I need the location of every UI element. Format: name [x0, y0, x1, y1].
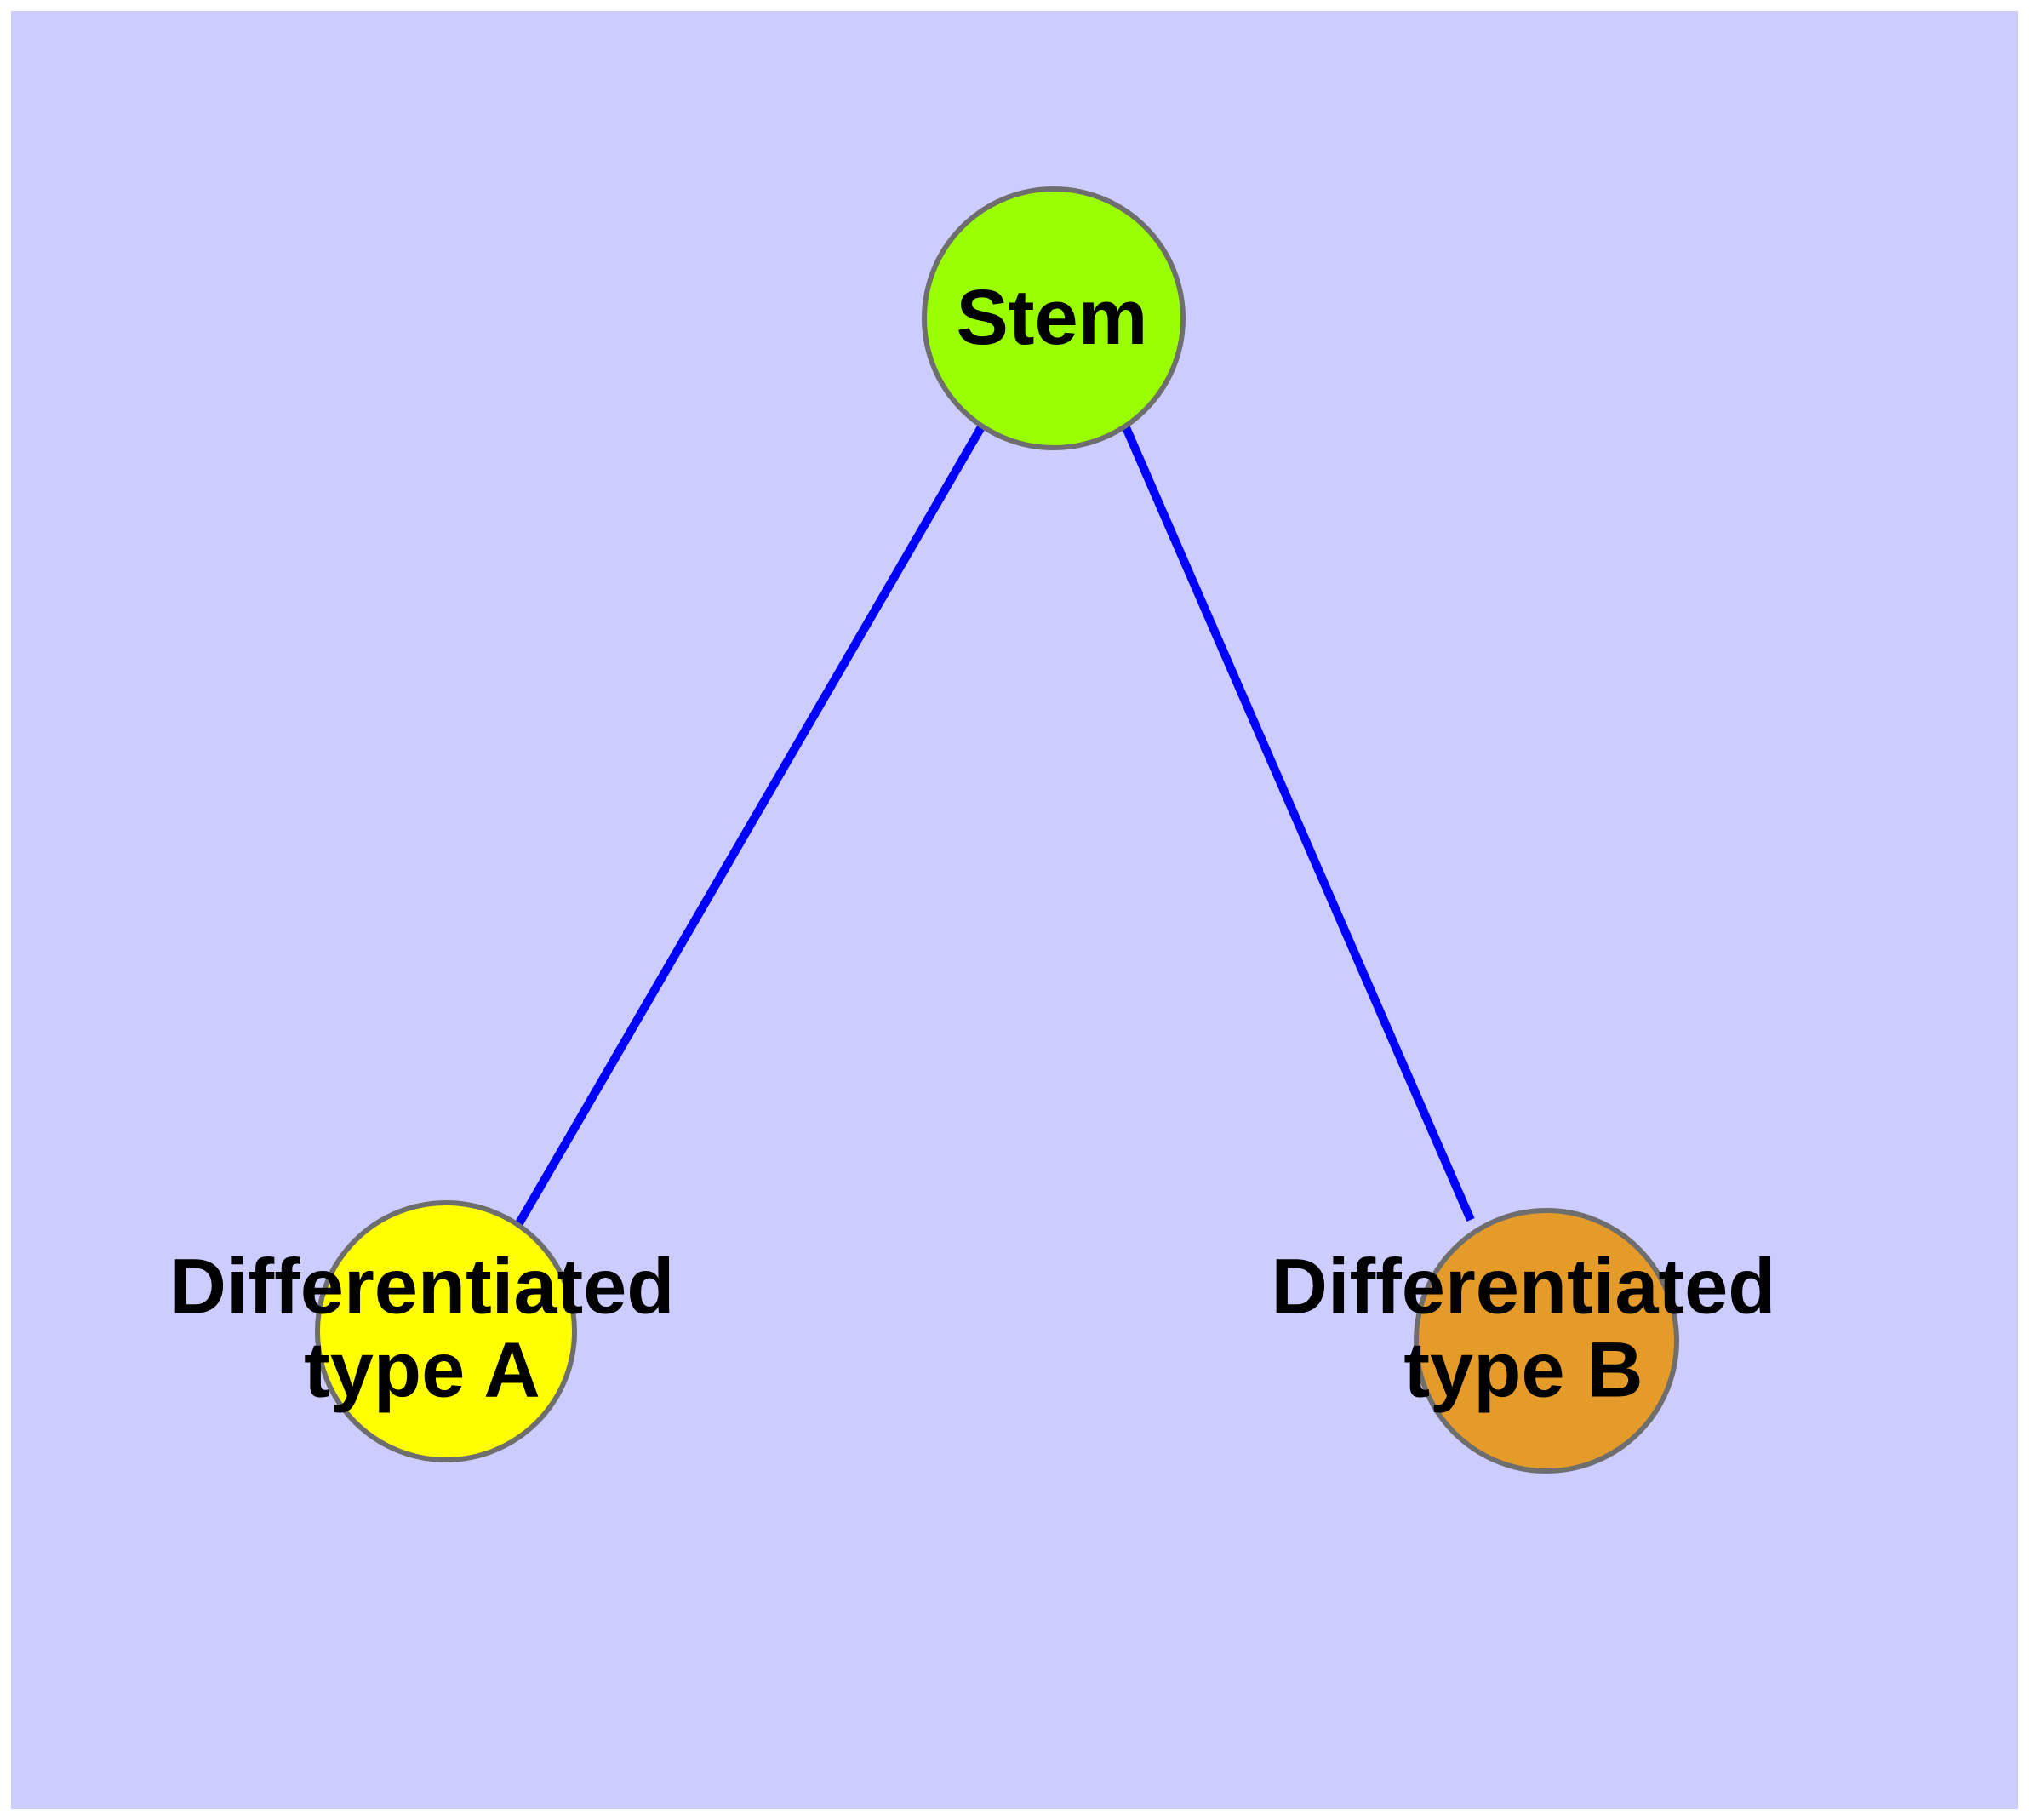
graph-node-diff_a[interactable]	[315, 1200, 577, 1462]
graph-node-diff_b[interactable]	[1414, 1208, 1679, 1474]
graph-edge[interactable]	[1121, 424, 1475, 1222]
graph-edge[interactable]	[515, 423, 986, 1226]
graph-node-stem[interactable]	[922, 186, 1186, 450]
edge-layer	[515, 423, 1475, 1226]
node-layer	[315, 186, 1679, 1474]
